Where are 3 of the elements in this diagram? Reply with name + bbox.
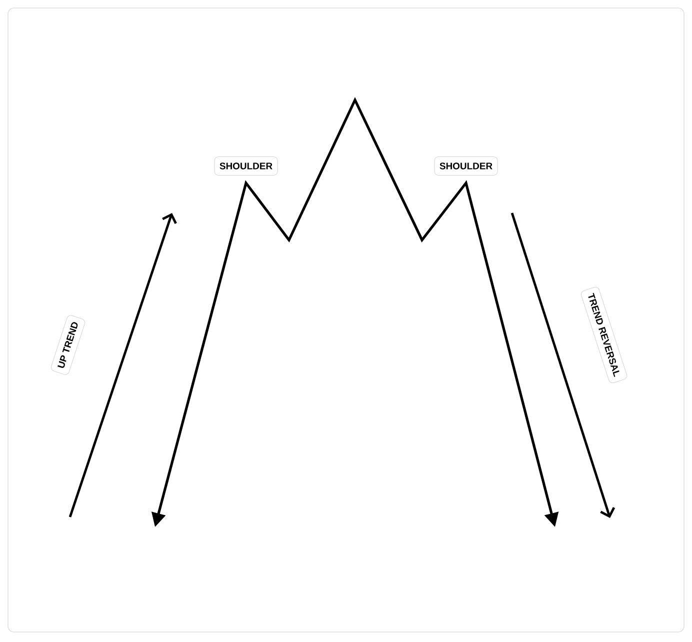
text-label: SHOULDER bbox=[214, 156, 278, 176]
text-label: UP TREND bbox=[50, 315, 86, 375]
text-label: SHOULDER bbox=[434, 156, 498, 176]
